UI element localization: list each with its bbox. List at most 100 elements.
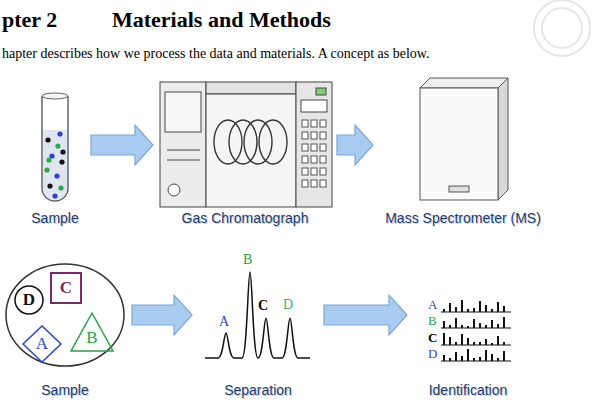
component-letter: B	[86, 316, 97, 348]
spectrum-peak	[455, 307, 457, 312]
particle	[60, 149, 65, 154]
spectrum-peak	[467, 309, 469, 312]
spectrum-peak	[503, 351, 505, 361]
mass-spectra	[441, 300, 511, 361]
gc-slot	[167, 160, 200, 161]
spectrum-peak	[461, 300, 463, 312]
particle	[59, 159, 64, 164]
spectrum-peak	[497, 336, 499, 345]
coil-loop	[244, 120, 272, 164]
spectrum-peak	[449, 358, 451, 361]
key	[302, 144, 308, 151]
spectrum-label: A	[428, 298, 437, 312]
gc-keypad	[302, 120, 326, 187]
tube-liquid	[43, 130, 67, 200]
component-node: B	[70, 312, 114, 352]
spectrum-peak	[443, 309, 445, 312]
spectrum-peak	[461, 325, 463, 328]
key	[320, 156, 326, 163]
sample-particles	[44, 131, 65, 198]
watermark-seal	[534, 0, 590, 56]
peak-label: C	[258, 298, 268, 313]
spectrum-peak	[479, 357, 481, 361]
key	[311, 168, 317, 175]
particle	[45, 137, 50, 142]
seal-ring	[534, 0, 590, 56]
mass-spectrometer-box: Mass Spectrometer (MS)	[379, 76, 547, 228]
gc-display	[301, 100, 327, 112]
spectrum-peak	[473, 342, 475, 345]
key	[311, 144, 317, 151]
seal-ring	[542, 8, 582, 48]
spectrum-peak	[443, 333, 445, 345]
gc-left-unit	[160, 82, 206, 207]
ms-side	[498, 78, 508, 200]
circle-shape	[15, 286, 43, 314]
component-node: C	[50, 272, 82, 304]
coil-loop	[259, 120, 287, 164]
tube-rim	[42, 93, 68, 99]
spectrum-peak	[497, 302, 499, 312]
component-letter: A	[36, 334, 48, 354]
separation-box: Separation	[198, 245, 318, 400]
key	[302, 180, 308, 187]
spectrum-peak	[485, 350, 487, 361]
gc-top-frame	[206, 82, 296, 94]
key	[302, 120, 308, 127]
spectrum-peak	[449, 303, 451, 312]
spectrum-peak	[461, 334, 463, 345]
chapter-title: Materials and Methods	[112, 8, 331, 32]
spectrum-peak	[491, 320, 493, 328]
spectrum-baseline	[441, 327, 511, 328]
spectrum-peak	[473, 308, 475, 312]
square-shape	[51, 273, 81, 303]
spectrum-peak	[503, 317, 505, 328]
spectrum-peak	[479, 323, 481, 328]
chapter-number: pter 2	[2, 8, 57, 32]
spectrum-peak	[485, 305, 487, 312]
sample-outline	[6, 264, 124, 366]
particle	[44, 167, 49, 172]
key	[320, 144, 326, 151]
particle	[54, 173, 59, 178]
particle	[57, 131, 62, 136]
peak-label: B	[243, 252, 252, 267]
sample-ellipse: DCABSample	[4, 262, 126, 400]
key	[311, 120, 317, 127]
peak-label: D	[283, 297, 293, 312]
spectrum-label: C	[428, 331, 437, 345]
node-label: Identification	[427, 382, 510, 400]
spectrum-peak	[473, 319, 475, 328]
node-label: Mass Spectrometer (MS)	[383, 210, 543, 228]
spectrum-peak	[503, 342, 505, 345]
node-label: Sample	[29, 210, 80, 228]
node-label: Sample	[39, 382, 90, 400]
key	[320, 132, 326, 139]
diamond-shape	[23, 326, 61, 362]
spectrum-peak	[449, 337, 451, 345]
block-arrow	[91, 125, 153, 165]
component-letter: C	[60, 278, 72, 298]
spectrum-label: D	[428, 347, 437, 361]
spectrum-peak	[467, 349, 469, 361]
spectrum-baseline	[441, 311, 511, 312]
particle	[52, 193, 57, 198]
ms-front	[420, 88, 498, 200]
key	[311, 156, 317, 163]
component-node: A	[22, 325, 62, 363]
spectrum-peak	[497, 324, 499, 328]
spectrum-peak	[479, 301, 481, 312]
gas-chromatograph-box: Gas Chromatograph	[159, 76, 331, 228]
coil-loop	[229, 120, 257, 164]
gc-indicator	[316, 88, 326, 95]
gc-control-panel	[296, 82, 332, 207]
spectrum-peak	[491, 354, 493, 361]
node-label: Gas Chromatograph	[180, 210, 311, 228]
particle	[46, 157, 51, 162]
node-label: Separation	[222, 382, 294, 400]
key	[311, 180, 317, 187]
key	[302, 168, 308, 175]
gc-dial	[168, 184, 180, 196]
spectrum-peak	[491, 309, 493, 312]
